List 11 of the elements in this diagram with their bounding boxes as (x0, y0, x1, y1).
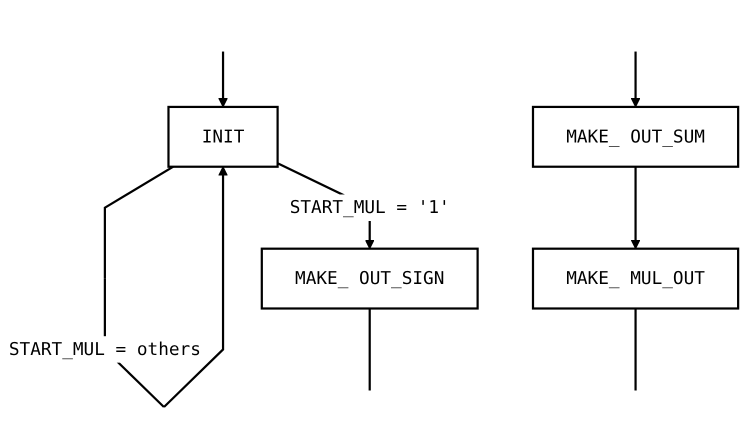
node-box: MAKE_ MUL_OUT (532, 248, 740, 310)
edge-label: START_MUL = others (8, 338, 201, 360)
connector (634, 308, 637, 390)
arrow (218, 52, 228, 108)
node-box: MAKE_ OUT_SUM (532, 106, 740, 168)
node-box: INIT (167, 106, 279, 168)
arrow (630, 52, 640, 108)
arrow (630, 166, 640, 250)
edge-label: START_MUL = '1' (290, 196, 450, 218)
node-box: MAKE_ OUT_SIGN (260, 248, 479, 310)
connector (368, 308, 371, 390)
